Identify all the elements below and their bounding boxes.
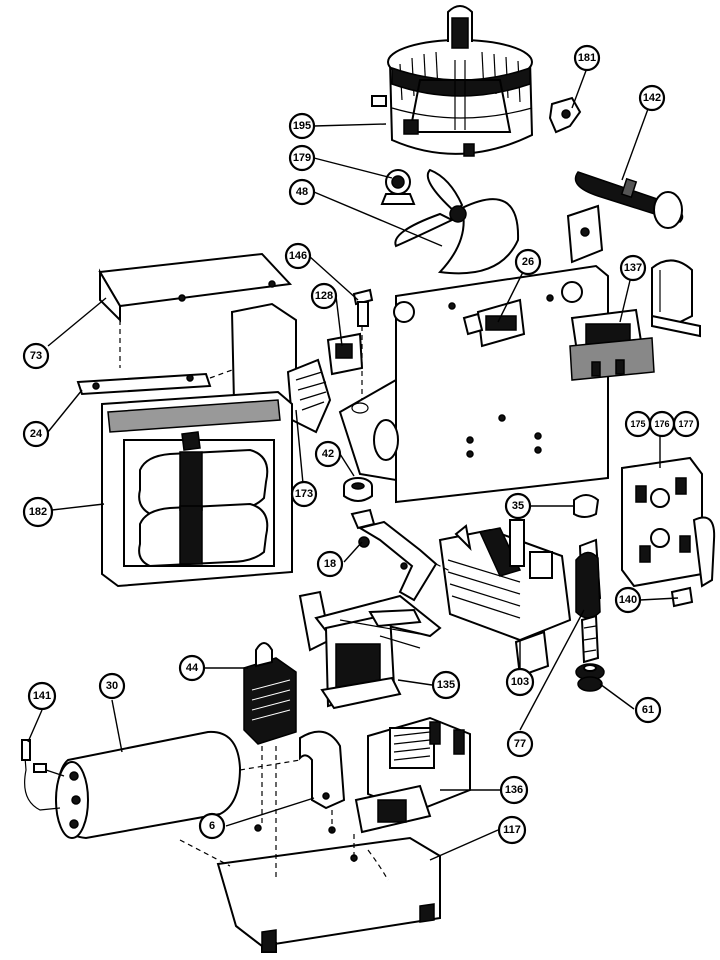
callout-137: 137 bbox=[619, 254, 647, 282]
cover-plate bbox=[98, 252, 293, 323]
switch-assembly bbox=[569, 308, 655, 381]
callout-175-label: 175 bbox=[630, 419, 645, 429]
door-switch bbox=[243, 642, 297, 745]
callout-141-label: 141 bbox=[33, 690, 51, 702]
callout-137-label: 137 bbox=[624, 262, 642, 274]
callout-173-label: 173 bbox=[295, 488, 313, 500]
callout-128: 128 bbox=[310, 282, 338, 310]
timer-motor bbox=[438, 519, 572, 678]
capacitor bbox=[54, 730, 242, 840]
callout-140: 140 bbox=[614, 586, 642, 614]
callout-182: 182 bbox=[22, 496, 54, 528]
callout-146: 146 bbox=[284, 242, 312, 270]
switch-bracket bbox=[651, 259, 701, 338]
callout-146-label: 146 bbox=[289, 250, 307, 262]
callout-61: 61 bbox=[634, 696, 662, 724]
callout-117-label: 117 bbox=[503, 824, 521, 836]
callout-141: 141 bbox=[27, 681, 57, 711]
resistor-bracket bbox=[566, 204, 604, 264]
callout-182-label: 182 bbox=[29, 506, 47, 518]
callout-35-label: 35 bbox=[512, 500, 524, 512]
callout-6-label: 6 bbox=[209, 820, 215, 832]
base-plate bbox=[216, 824, 441, 953]
leader-lines bbox=[27, 67, 679, 861]
terminal-block bbox=[326, 332, 369, 414]
callout-136: 136 bbox=[499, 775, 529, 805]
capacitor-bracket bbox=[230, 302, 332, 434]
callout-6: 6 bbox=[198, 812, 226, 840]
callout-179-label: 179 bbox=[293, 152, 311, 164]
callout-135-label: 135 bbox=[437, 679, 455, 691]
solenoid bbox=[298, 590, 442, 710]
control-knob bbox=[575, 538, 605, 692]
callout-61-label: 61 bbox=[642, 704, 654, 716]
callout-77: 77 bbox=[506, 730, 534, 758]
callout-73-label: 73 bbox=[30, 350, 42, 362]
bolt bbox=[352, 288, 374, 327]
capacitor-lead bbox=[21, 739, 65, 811]
callout-26: 26 bbox=[514, 248, 542, 276]
callout-48: 48 bbox=[288, 178, 316, 206]
callout-103: 103 bbox=[505, 667, 535, 697]
callout-181: 181 bbox=[573, 44, 601, 72]
clip bbox=[670, 586, 694, 608]
callout-24-label: 24 bbox=[30, 428, 43, 440]
screw bbox=[573, 494, 600, 518]
callout-177: 177 bbox=[672, 410, 700, 438]
callout-140-label: 140 bbox=[619, 594, 637, 606]
callout-142-label: 142 bbox=[643, 92, 661, 104]
callout-135: 135 bbox=[431, 670, 461, 700]
relay bbox=[462, 298, 526, 348]
relay-assembly bbox=[354, 716, 471, 834]
callout-195: 195 bbox=[288, 112, 316, 140]
callout-181-label: 181 bbox=[578, 52, 596, 64]
callout-18: 18 bbox=[316, 550, 344, 578]
callout-42-label: 42 bbox=[322, 448, 334, 460]
callout-18-label: 18 bbox=[324, 558, 336, 570]
callout-128-label: 128 bbox=[315, 290, 333, 302]
resistor bbox=[574, 171, 684, 229]
callout-117: 117 bbox=[497, 815, 527, 845]
callout-35: 35 bbox=[504, 492, 532, 520]
motor-bracket bbox=[548, 96, 582, 134]
bracket bbox=[350, 508, 438, 602]
callout-44-label: 44 bbox=[186, 662, 199, 674]
callout-176: 176 bbox=[648, 410, 676, 438]
mounting-strap bbox=[76, 372, 212, 396]
callout-48-label: 48 bbox=[296, 186, 308, 198]
callout-136-label: 136 bbox=[505, 784, 523, 796]
callout-177-label: 177 bbox=[678, 419, 693, 429]
callout-26-label: 26 bbox=[522, 256, 534, 268]
callout-30-label: 30 bbox=[106, 680, 118, 692]
callout-73: 73 bbox=[22, 342, 50, 370]
fan-blade bbox=[394, 168, 520, 275]
callout-42: 42 bbox=[314, 440, 342, 468]
transformer bbox=[101, 390, 293, 588]
callout-142: 142 bbox=[638, 84, 666, 112]
thermal-switch bbox=[380, 169, 416, 205]
callout-173: 173 bbox=[290, 480, 318, 508]
fan-motor bbox=[371, 5, 534, 157]
callout-77-label: 77 bbox=[514, 738, 526, 750]
callout-30: 30 bbox=[98, 672, 126, 700]
capacitor-clamp bbox=[299, 730, 346, 810]
callout-44: 44 bbox=[178, 654, 206, 682]
callout-24: 24 bbox=[22, 420, 50, 448]
terminal-board bbox=[621, 456, 716, 588]
mounting-panel bbox=[338, 264, 609, 504]
callout-175: 175 bbox=[624, 410, 652, 438]
callout-179: 179 bbox=[288, 144, 316, 172]
callout-176-label: 176 bbox=[654, 419, 669, 429]
assembly-lines bbox=[119, 320, 453, 881]
grommet bbox=[343, 477, 373, 502]
callout-195-label: 195 bbox=[293, 120, 311, 132]
callout-103-label: 103 bbox=[511, 676, 529, 688]
